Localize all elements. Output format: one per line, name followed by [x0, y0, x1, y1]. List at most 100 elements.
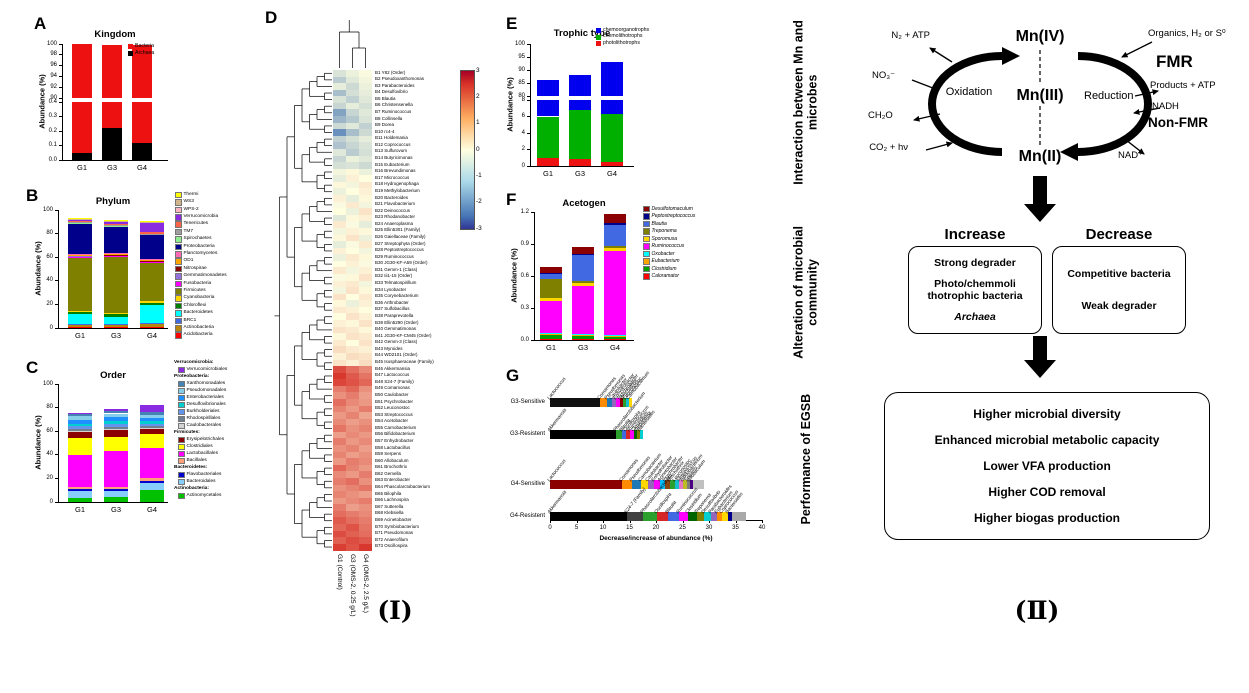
- y-axis: [58, 384, 59, 502]
- heatmap-row-label: B23 Rhodanobacter: [375, 214, 416, 220]
- bar-segment-Caloramator: [572, 338, 594, 340]
- heatmap-row-label: B68 Klebsiella: [375, 510, 404, 516]
- heatmap-cell: [359, 306, 372, 314]
- heatmap-cell: [346, 109, 359, 117]
- y-tick-mark: [55, 256, 58, 258]
- x-tick-label: G4: [609, 343, 620, 352]
- legend-label: WPS-2: [183, 206, 199, 212]
- heatmap-row-label: B9 Dorea: [375, 122, 395, 128]
- heatmap-cell: [346, 471, 359, 479]
- bar-segment: [722, 512, 728, 521]
- heatmap-row-label: B30 JG30-KF-A59 (Order): [375, 260, 428, 266]
- chart-title: Phylum: [95, 196, 131, 207]
- legend-swatch: [178, 366, 185, 374]
- x-tick-label: G3: [574, 169, 585, 178]
- bar-segment-Verrucomicrobia: [104, 221, 128, 225]
- heatmap-cell: [359, 392, 372, 400]
- legend-swatch: [175, 265, 182, 273]
- bar-segment-Planctomycetes: [140, 258, 164, 261]
- heatmap-cell: [359, 320, 372, 327]
- y-axis: [530, 44, 531, 166]
- y-tick-mark: [59, 86, 62, 88]
- heatmap-row-label: B63 Enterobacter: [375, 477, 411, 483]
- bar-segment-Peptostreptococcus: [604, 222, 626, 225]
- bar-photolithotrophs: [537, 157, 559, 166]
- heatmap-cell: [346, 431, 359, 439]
- heatmap-cell: [346, 89, 359, 97]
- bar-segment-BRC1: [68, 323, 92, 325]
- bar-segment: [621, 430, 626, 439]
- bar-segment: [640, 480, 648, 489]
- heatmap-cell: [359, 333, 372, 341]
- legend-label: Sporomusa: [651, 235, 678, 242]
- heatmap-row-label: B71 Pseudomonas: [375, 530, 414, 536]
- bar-archaea: [102, 128, 122, 160]
- bar-row-label: G4-Resistent: [509, 513, 545, 519]
- bar-segment: [678, 512, 689, 521]
- heatmap-cell: [333, 148, 346, 156]
- legend-label: Bacteria: [135, 42, 155, 49]
- bar-segment-Proteobacteria: [104, 227, 128, 254]
- heatmap-cell: [333, 320, 346, 327]
- bar-segment: [656, 512, 669, 521]
- heatmap-cell: [346, 155, 359, 163]
- heatmap-cell: [359, 504, 372, 512]
- heatmap-cell: [346, 280, 359, 288]
- panel-label-c: C: [26, 358, 39, 377]
- heatmap-row-label: B3 Parabacteroides: [375, 82, 415, 88]
- heatmap-cell: [359, 208, 372, 216]
- x-tick-label: G1: [545, 343, 556, 352]
- bar-bacteria: [132, 44, 152, 143]
- heatmap-cell: [346, 70, 359, 77]
- y-tick-mark: [59, 65, 62, 67]
- y-tick-label: 2: [521, 146, 525, 153]
- legend-swatch: [643, 228, 650, 235]
- bar-row-label: G3-Resistent: [509, 431, 545, 437]
- bar-segment-Blautia: [572, 254, 594, 282]
- y-tick-mark: [59, 54, 62, 56]
- heatmap-cell: [333, 425, 346, 433]
- heatmap-cell: [346, 168, 359, 176]
- bar-segment-Sporomusa: [572, 283, 594, 286]
- heatmap-row-label: B2 Pseudoxanthomonas: [375, 76, 425, 82]
- heatmap-row-label: B64 Phascolarctobacterium: [375, 484, 431, 490]
- heatmap-cell: [346, 418, 359, 426]
- x-tick-label: G3: [110, 505, 121, 514]
- x-tick-label: G1: [542, 169, 553, 178]
- legend-swatch: [128, 51, 133, 56]
- chart-title: Order: [100, 370, 126, 381]
- bar-segment: [616, 430, 622, 439]
- bar-segment-Actinomycetales: [140, 490, 164, 502]
- heatmap-cell: [359, 83, 372, 91]
- heatmap-cell: [346, 306, 359, 314]
- bar-segment-Burkholderiales: [140, 423, 164, 427]
- heatmap-cell: [333, 517, 346, 525]
- heatmap-row-label: B54 Acetobacter: [375, 418, 409, 424]
- bar-segment-Chloroflexi: [68, 312, 92, 315]
- heatmap-cell: [333, 530, 346, 538]
- colorbar-tick-label: -3: [476, 224, 482, 232]
- legend-label: Clostridiales: [186, 443, 213, 449]
- oxidation-arrowhead: [1002, 47, 1020, 65]
- bar-segment: [633, 430, 637, 439]
- bar-segment-Actinobacteria: [68, 324, 92, 327]
- heatmap-cell: [346, 491, 359, 499]
- products-arrow: [1134, 89, 1159, 97]
- heatmap-cell: [359, 366, 372, 374]
- performance-item: Lower VFA production: [983, 459, 1111, 473]
- x-tick-mark: [629, 520, 631, 523]
- heatmap-cell: [333, 438, 346, 446]
- bar-segment-Actinomycetales: [68, 498, 92, 502]
- bar-segment-Desulfotomaculum: [572, 247, 594, 254]
- heatmap-cell: [359, 543, 372, 551]
- heatmap-cell: [346, 320, 359, 327]
- legend-swatch: [175, 302, 182, 310]
- bar-segment: [550, 398, 601, 407]
- bar-segment-WPS-2: [104, 221, 128, 222]
- colorbar-tick-label: -1: [476, 171, 482, 179]
- heatmap-cell: [346, 392, 359, 400]
- y-tick-label: 8: [521, 96, 525, 103]
- increase-item-archaea: Archaea: [954, 310, 996, 323]
- bar-segment: [696, 512, 705, 521]
